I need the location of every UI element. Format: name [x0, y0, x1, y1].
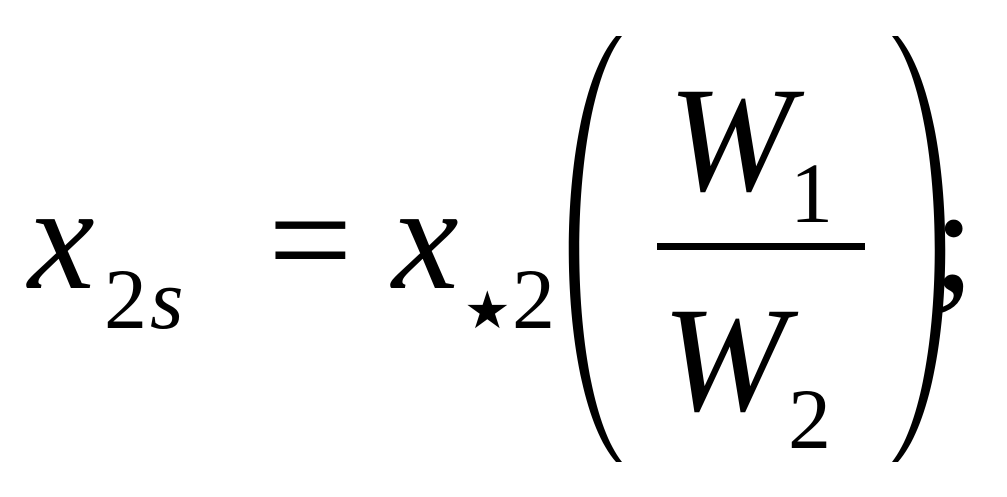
- left-parenthesis: [568, 36, 622, 462]
- denominator-variable: W: [662, 277, 799, 443]
- rhs-subscript-digit: 2: [512, 251, 555, 347]
- numerator-variable: W: [668, 57, 805, 223]
- lhs-subscript-digit: 2: [104, 251, 147, 347]
- lhs-subscript-letter: s: [150, 251, 183, 347]
- right-parenthesis: [892, 36, 946, 462]
- denominator-subscript: 2: [788, 371, 831, 467]
- equals-sign: =: [268, 157, 353, 323]
- rhs-variable: x: [390, 155, 459, 321]
- fraction-bar: [657, 243, 865, 250]
- rhs-subscript-star: ★: [464, 283, 511, 340]
- semicolon: ;: [933, 157, 975, 323]
- numerator-subscript: 1: [790, 145, 833, 241]
- lhs-variable: x: [26, 155, 95, 321]
